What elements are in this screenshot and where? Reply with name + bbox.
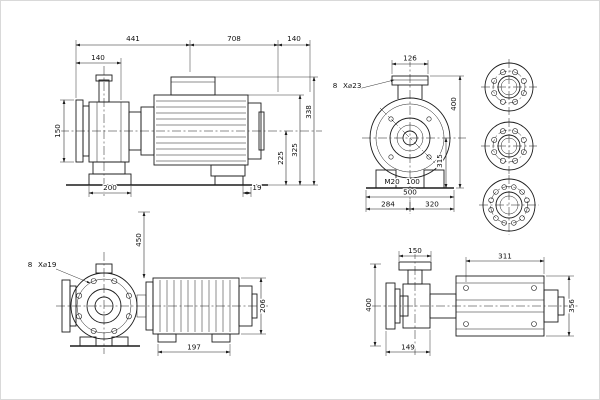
dim-height-total: 338 [304, 105, 313, 119]
dim-flange-width: 126 [403, 54, 417, 63]
volute-outline [369, 97, 451, 179]
flange-view-bottom [479, 175, 539, 235]
pump-foot [92, 161, 126, 175]
front-view: 126 8 X⌀23 400 315 M20 100 500 284 320 [332, 52, 466, 214]
dim-width-front: 441 [126, 34, 140, 43]
motor-foot [210, 164, 246, 177]
dim-flange-width: 150 [408, 246, 422, 255]
dim-bolt-count: 8 [333, 81, 338, 90]
dim-flange-offset: 140 [91, 53, 105, 62]
plan-view: 150 311 400 356 149 [363, 245, 578, 356]
terminal-box [170, 76, 216, 96]
dim-foot-left: 284 [381, 200, 395, 209]
dim-foot-rear: 19 [252, 183, 262, 192]
dim-axis-height: 225 [276, 151, 285, 165]
dim-width-rear: 140 [287, 34, 301, 43]
side-elevation-view: 441 708 140 140 150 200 19 225 325 338 [52, 33, 322, 197]
dim-width-motor: 708 [227, 34, 241, 43]
top-plug [95, 263, 113, 274]
flange-view-middle [481, 118, 537, 174]
flange-detail-views [479, 59, 539, 235]
dim-bolt-count: 8 [28, 260, 33, 269]
dim-height-total: 400 [449, 97, 458, 111]
foot-right [423, 169, 445, 189]
dim-motor-width: 206 [258, 299, 267, 313]
dim-bolt-spec: X⌀19 [38, 260, 57, 269]
dim-anchor-thread: M20 [384, 177, 400, 186]
dim-foot-offset: 149 [401, 343, 415, 352]
dim-overall-left: 400 [364, 298, 373, 312]
dim-height-mid: 325 [290, 143, 299, 157]
vent-plug [98, 79, 110, 103]
motor-body [153, 94, 249, 166]
dim-bolt-spec: X⌀23 [343, 81, 361, 90]
dim-base-width: 500 [403, 188, 417, 197]
dim-foot-width: 200 [103, 183, 117, 192]
dim-overall-right: 356 [567, 299, 576, 313]
fan-cover [247, 102, 262, 160]
end-view: 8 X⌀19 450 197 206 [27, 211, 268, 356]
dim-motor-foot-length: 197 [187, 343, 201, 352]
dim-flange-height: 150 [53, 124, 62, 138]
suction-bore [389, 117, 431, 159]
dim-foot-right: 320 [425, 200, 439, 209]
pump-casing [88, 101, 130, 163]
dim-height-axis: 315 [435, 154, 444, 168]
dim-motor-length: 311 [498, 252, 512, 261]
dim-height: 450 [134, 233, 143, 247]
flange-view-top [481, 59, 537, 115]
dim-anchor-dim: 100 [406, 177, 420, 186]
